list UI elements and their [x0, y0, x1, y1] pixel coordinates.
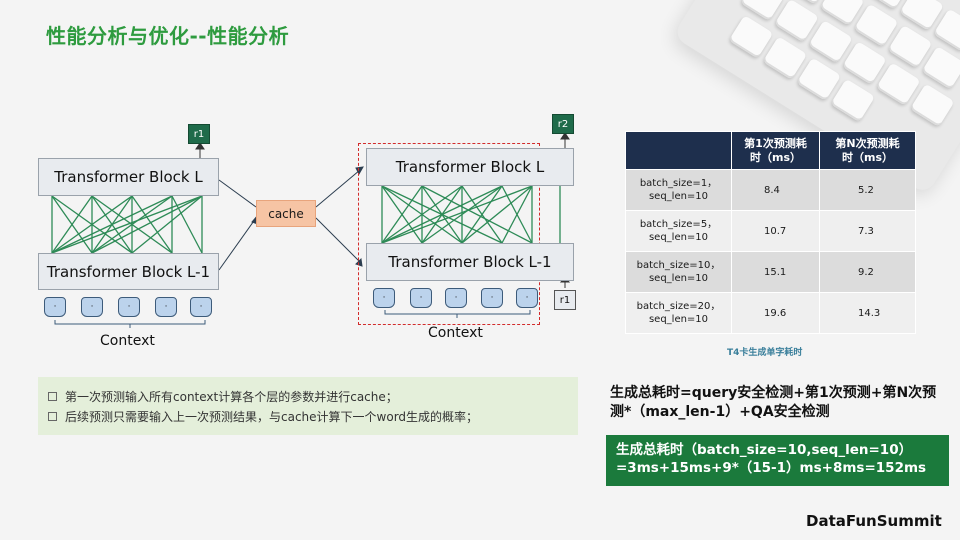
- table-row: batch_size=10，seq_len=10 15.1 9.2: [625, 251, 916, 293]
- table-cell: 5.2: [819, 169, 916, 211]
- table-cell: 10.7: [731, 210, 820, 252]
- table-cell: 8.4: [731, 169, 820, 211]
- transformer-block-l-1-right: Transformer Block L-1: [366, 243, 574, 281]
- table-cell: 14.3: [819, 292, 916, 334]
- table-header-cell: 第1次预测耗时（ms）: [731, 131, 820, 170]
- note-text: 第一次预测输入所有context计算各个层的参数并进行cache；: [65, 389, 398, 404]
- table-header-cell: 第N次预测耗时（ms）: [819, 131, 916, 170]
- slide-title: 性能分析与优化--性能分析: [46, 24, 290, 48]
- context-token: ·: [410, 288, 432, 308]
- table-row: batch_size=20，seq_len=10 19.6 14.3: [625, 292, 916, 334]
- r2-output-box: r2: [552, 114, 574, 134]
- transformer-block-l-left: Transformer Block L: [38, 158, 219, 196]
- cache-box: cache: [256, 200, 316, 227]
- transformer-block-l-1-left: Transformer Block L-1: [38, 253, 219, 290]
- result-box: 生成总耗时（batch_size=10,seq_len=10） =3ms+15m…: [606, 435, 949, 486]
- result-line: 生成总耗时（batch_size=10,seq_len=10）: [616, 442, 913, 458]
- r1-output-box: r1: [188, 124, 210, 144]
- table-cell: 19.6: [731, 292, 820, 334]
- context-label-right: Context: [428, 325, 483, 341]
- transformer-block-l-right: Transformer Block L: [366, 148, 574, 186]
- context-token: ·: [481, 288, 503, 308]
- result-line: =3ms+15ms+9*（15-1）ms+8ms=152ms: [616, 460, 927, 476]
- square-bullet-icon: [48, 391, 57, 401]
- r1-input-box: r1: [554, 290, 576, 310]
- context-token: ·: [445, 288, 467, 308]
- dashed-highlight-region: [358, 143, 540, 325]
- table-cell: batch_size=1，seq_len=10: [625, 169, 732, 211]
- table-cell: batch_size=10，seq_len=10: [625, 251, 732, 293]
- table-header-row: 第1次预测耗时（ms） 第N次预测耗时（ms）: [625, 131, 916, 170]
- note-item: 第一次预测输入所有context计算各个层的参数并进行cache；: [48, 386, 568, 406]
- context-token: ·: [516, 288, 538, 308]
- note-item: 后续预测只需要输入上一次预测结果，与cache计算下一个word生成的概率；: [48, 406, 568, 426]
- table-cell: batch_size=5，seq_len=10: [625, 210, 732, 252]
- context-token: ·: [155, 297, 177, 317]
- table-cell: 15.1: [731, 251, 820, 293]
- table-caption: T4卡生成单字耗时: [727, 348, 803, 358]
- context-token: ·: [373, 288, 395, 308]
- table-cell: 9.2: [819, 251, 916, 293]
- context-token: ·: [44, 297, 66, 317]
- right-attention-lines: [381, 185, 561, 244]
- table-header-cell: [625, 131, 732, 170]
- context-token: ·: [81, 297, 103, 317]
- table-cell: batch_size=20，seq_len=10: [625, 292, 732, 334]
- context-token: ·: [118, 297, 140, 317]
- left-attention-lines: [51, 195, 203, 254]
- context-token: ·: [190, 297, 212, 317]
- table-cell: 7.3: [819, 210, 916, 252]
- square-bullet-icon: [48, 411, 57, 421]
- latency-table: 第1次预测耗时（ms） 第N次预测耗时（ms） batch_size=1，seq…: [625, 131, 916, 334]
- table-row: batch_size=1，seq_len=10 8.4 5.2: [625, 169, 916, 211]
- context-label-left: Context: [100, 333, 155, 349]
- latency-formula: 生成总耗时=query安全检测+第1次预测+第N次预测*（max_len-1）+…: [610, 385, 937, 420]
- table-row: batch_size=5，seq_len=10 10.7 7.3: [625, 210, 916, 252]
- note-text: 后续预测只需要输入上一次预测结果，与cache计算下一个word生成的概率；: [65, 409, 479, 424]
- notes-box: 第一次预测输入所有context计算各个层的参数并进行cache； 后续预测只需…: [38, 377, 578, 435]
- brand-logo-text: DataFunSummit: [806, 512, 942, 530]
